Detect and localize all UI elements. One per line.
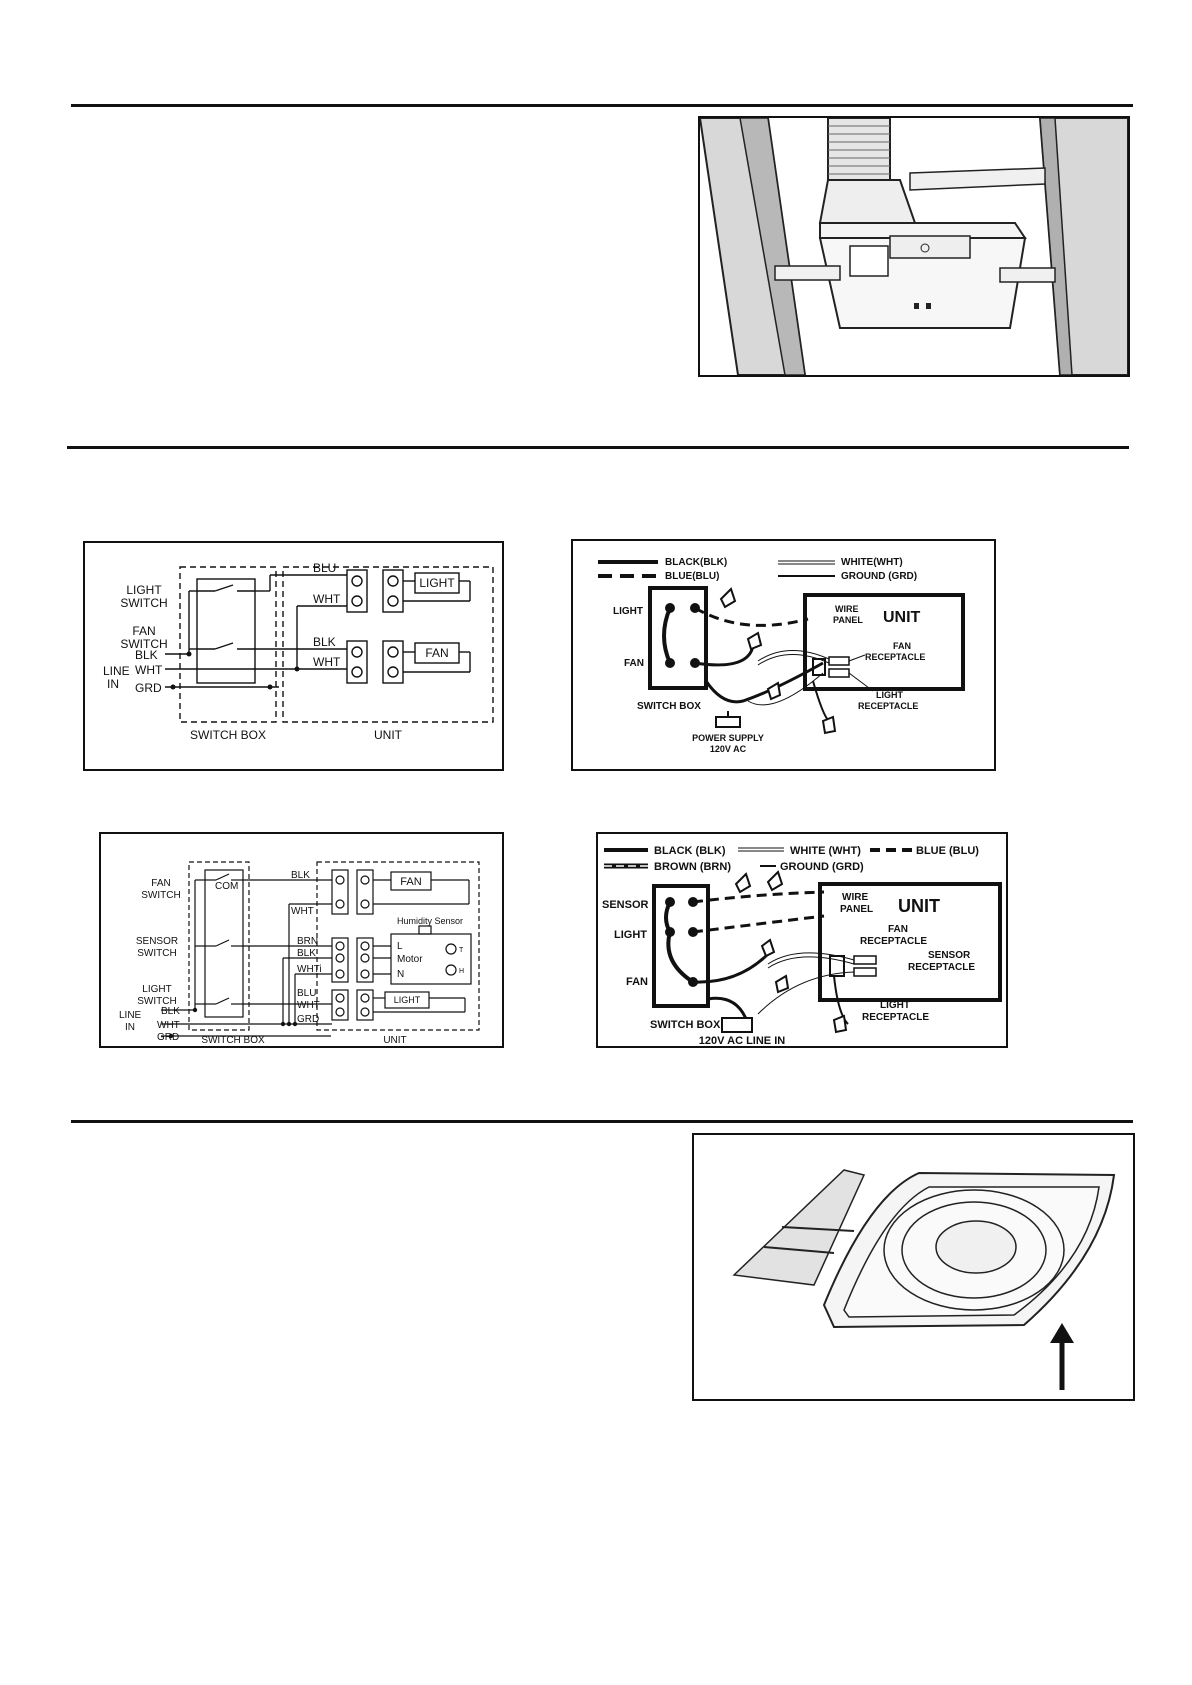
label-fan-receptacle-1: FAN <box>888 924 908 935</box>
label-light: LIGHT <box>613 606 643 617</box>
label-unit: UNIT <box>898 896 940 916</box>
label-fan-switch-1: FAN <box>151 878 170 889</box>
legend-ground: GROUND (GRD) <box>780 861 864 873</box>
label-motor-l: L <box>397 941 403 952</box>
legend-ground: GROUND (GRD) <box>841 571 917 582</box>
label-wht-i: WHTi <box>297 964 322 975</box>
label-switch-box: SWITCH BOX <box>190 728 266 742</box>
label-power-supply-1: POWER SUPPLY <box>692 733 764 743</box>
label-light-load: LIGHT <box>419 576 455 590</box>
label-light-switch-1: LIGHT <box>142 984 171 995</box>
section-rule-2 <box>67 446 1129 449</box>
label-humidity-sensor: Humidity Sensor <box>397 916 463 926</box>
label-h: H <box>459 968 464 975</box>
label-motor: Motor <box>397 954 423 965</box>
label-light-receptacle-1: LIGHT <box>880 1000 910 1011</box>
label-blk: BLK <box>161 1006 180 1017</box>
housing-installation-illustration <box>698 116 1130 377</box>
label-sensor-switch-1: SENSOR <box>136 936 178 947</box>
legend-white: WHITE (WHT) <box>790 845 861 857</box>
label-unit: UNIT <box>883 609 921 626</box>
label-fan: FAN <box>624 658 644 669</box>
label-wht-light: WHT <box>313 592 341 606</box>
label-sensor: SENSOR <box>602 899 649 911</box>
wiring-pictorial-light-fan: BLACK(BLK) BLUE(BLU) WHITE(WHT) GROUND (… <box>571 539 996 771</box>
label-wht-fan: WHT <box>291 906 314 917</box>
label-grd-unit: GRD <box>297 1014 319 1025</box>
label-light-load: LIGHT <box>394 995 421 1005</box>
label-line-in-1: LINE <box>119 1010 142 1021</box>
label-line-in-2: IN <box>125 1022 135 1033</box>
label-blu: BLU <box>313 561 336 575</box>
label-light-switch-1: LIGHT <box>126 583 162 597</box>
label-wht-fan: WHT <box>313 655 341 669</box>
label-motor-n: N <box>397 969 404 980</box>
label-blk-fan: BLK <box>291 870 310 881</box>
grille-installation-illustration <box>692 1133 1135 1401</box>
wiring-pictorial-sensor: BLACK (BLK) WHITE (WHT) BLUE (BLU) BROWN… <box>596 832 1008 1048</box>
label-light-switch-2: SWITCH <box>120 596 167 610</box>
label-light-receptacle-1: LIGHT <box>876 690 903 700</box>
label-fan-switch-2: SWITCH <box>120 637 167 651</box>
label-wire-panel-1: WIRE <box>842 892 868 903</box>
label-line-in-2: IN <box>107 677 119 691</box>
label-wht-light: WHT <box>297 1000 320 1011</box>
label-sensor-receptacle-1: SENSOR <box>928 950 971 961</box>
legend-blue: BLUE(BLU) <box>665 571 719 582</box>
label-blu: BLU <box>297 988 316 999</box>
label-unit: UNIT <box>374 728 403 742</box>
label-grd: GRD <box>157 1032 179 1043</box>
label-fan-switch-2: SWITCH <box>141 890 180 901</box>
label-sensor-switch-2: SWITCH <box>137 948 176 959</box>
label-fan-receptacle-2: RECEPTACLE <box>860 936 927 947</box>
label-blk-fan: BLK <box>313 635 336 649</box>
label-blk: BLK <box>135 648 158 662</box>
label-power-supply-2: 120V AC <box>710 744 747 754</box>
label-fan-switch-1: FAN <box>132 624 155 638</box>
label-switch-box: SWITCH BOX <box>637 701 701 712</box>
legend-blue: BLUE (BLU) <box>916 845 979 857</box>
label-fan-load: FAN <box>425 646 448 660</box>
label-line-in-1: LINE <box>103 664 130 678</box>
label-switch-box: SWITCH BOX <box>650 1019 721 1031</box>
label-line-in: 120V AC LINE IN <box>699 1035 785 1046</box>
label-fan: FAN <box>626 976 648 988</box>
label-light-receptacle-2: RECEPTACLE <box>862 1012 929 1023</box>
legend-black: BLACK (BLK) <box>654 845 726 857</box>
label-wire-panel-2: PANEL <box>833 615 863 625</box>
label-fan-receptacle-2: RECEPTACLE <box>865 652 925 662</box>
label-unit: UNIT <box>383 1035 406 1046</box>
label-grd: GRD <box>135 681 162 695</box>
section-rule-3 <box>71 1120 1133 1123</box>
section-rule-1 <box>71 104 1133 107</box>
label-com: COM <box>215 881 238 892</box>
label-wht: WHT <box>157 1020 180 1031</box>
wiring-schematic-light-fan: LIGHT SWITCH FAN SWITCH LINE IN BLK WHT … <box>83 541 504 771</box>
legend-white: WHITE(WHT) <box>841 557 903 568</box>
label-sensor-receptacle-2: RECEPTACLE <box>908 962 975 973</box>
label-light: LIGHT <box>614 929 647 941</box>
wiring-schematic-sensor: FAN SWITCH SENSOR SWITCH LIGHT SWITCH LI… <box>99 832 504 1048</box>
label-light-receptacle-2: RECEPTACLE <box>858 701 918 711</box>
label-wire-panel-1: WIRE <box>835 604 859 614</box>
label-blk-motor: BLK <box>297 948 316 959</box>
legend-brown: BROWN (BRN) <box>654 861 731 873</box>
label-wht: WHT <box>135 663 163 677</box>
label-brn: BRN <box>297 936 318 947</box>
label-switch-box: SWITCH BOX <box>201 1035 265 1046</box>
label-t: T <box>459 947 464 954</box>
label-fan-receptacle-1: FAN <box>893 641 911 651</box>
label-wire-panel-2: PANEL <box>840 904 873 915</box>
label-light-switch-2: SWITCH <box>137 996 176 1007</box>
legend-black: BLACK(BLK) <box>665 557 727 568</box>
label-fan-load: FAN <box>400 876 421 888</box>
